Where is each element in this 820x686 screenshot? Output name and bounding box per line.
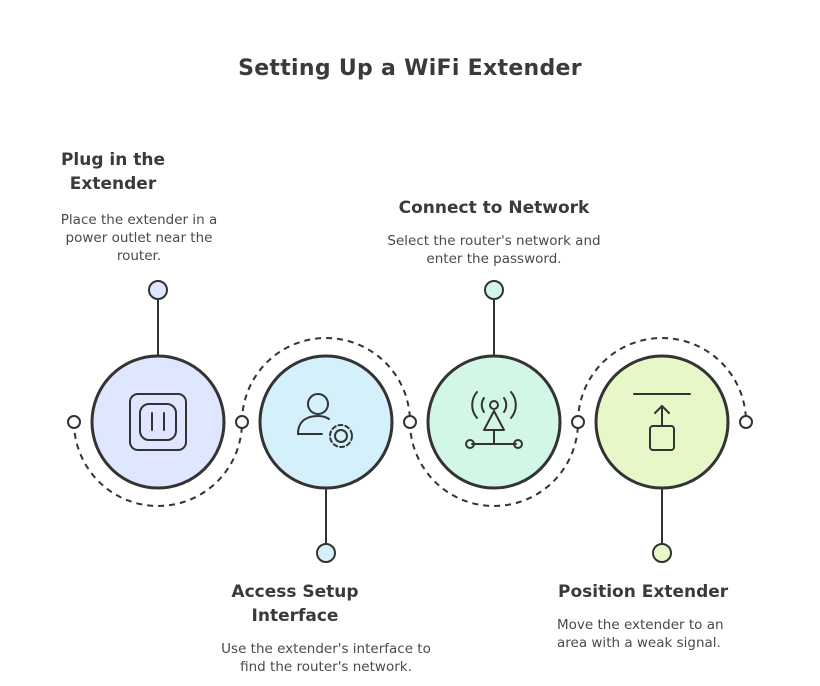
step-2-pin — [316, 543, 336, 563]
step-2-description: Use the extender's interface to find the… — [221, 641, 431, 675]
step-3-pin — [484, 280, 504, 300]
step-4-node — [594, 354, 730, 563]
connector-arc-2 — [241, 337, 411, 423]
junction-dots — [67, 415, 753, 429]
connector-arc-4 — [577, 337, 747, 423]
step-1-pin — [148, 280, 168, 300]
step-1-node — [90, 280, 226, 490]
move-up-box-icon — [633, 393, 691, 451]
connector-arc-1 — [73, 421, 243, 507]
step-2-heading: Access Setup Interface — [231, 582, 359, 626]
step-3-circle — [426, 354, 562, 490]
step-1-description: Place the extender in a power outlet nea… — [60, 212, 218, 264]
step-2-node — [258, 354, 394, 563]
step-3-description: Select the router's network and enter th… — [387, 233, 601, 267]
connector-arc-3 — [409, 421, 579, 507]
wireless-network-icon — [465, 391, 523, 449]
step-2-circle — [258, 354, 394, 490]
step-4-description: Move the extender to an area with a weak… — [557, 617, 724, 651]
page-title: Setting Up a WiFi Extender — [238, 56, 582, 81]
step-4-heading: Position Extender — [558, 582, 729, 602]
step-1-circle — [90, 354, 226, 490]
step-4-pin — [652, 543, 672, 563]
step-3-node — [426, 280, 562, 490]
step-1-heading: Plug in the Extender — [60, 150, 166, 194]
user-gear-icon — [297, 393, 353, 448]
step-3-heading: Connect to Network — [398, 198, 590, 218]
power-outlet-icon — [129, 393, 187, 451]
